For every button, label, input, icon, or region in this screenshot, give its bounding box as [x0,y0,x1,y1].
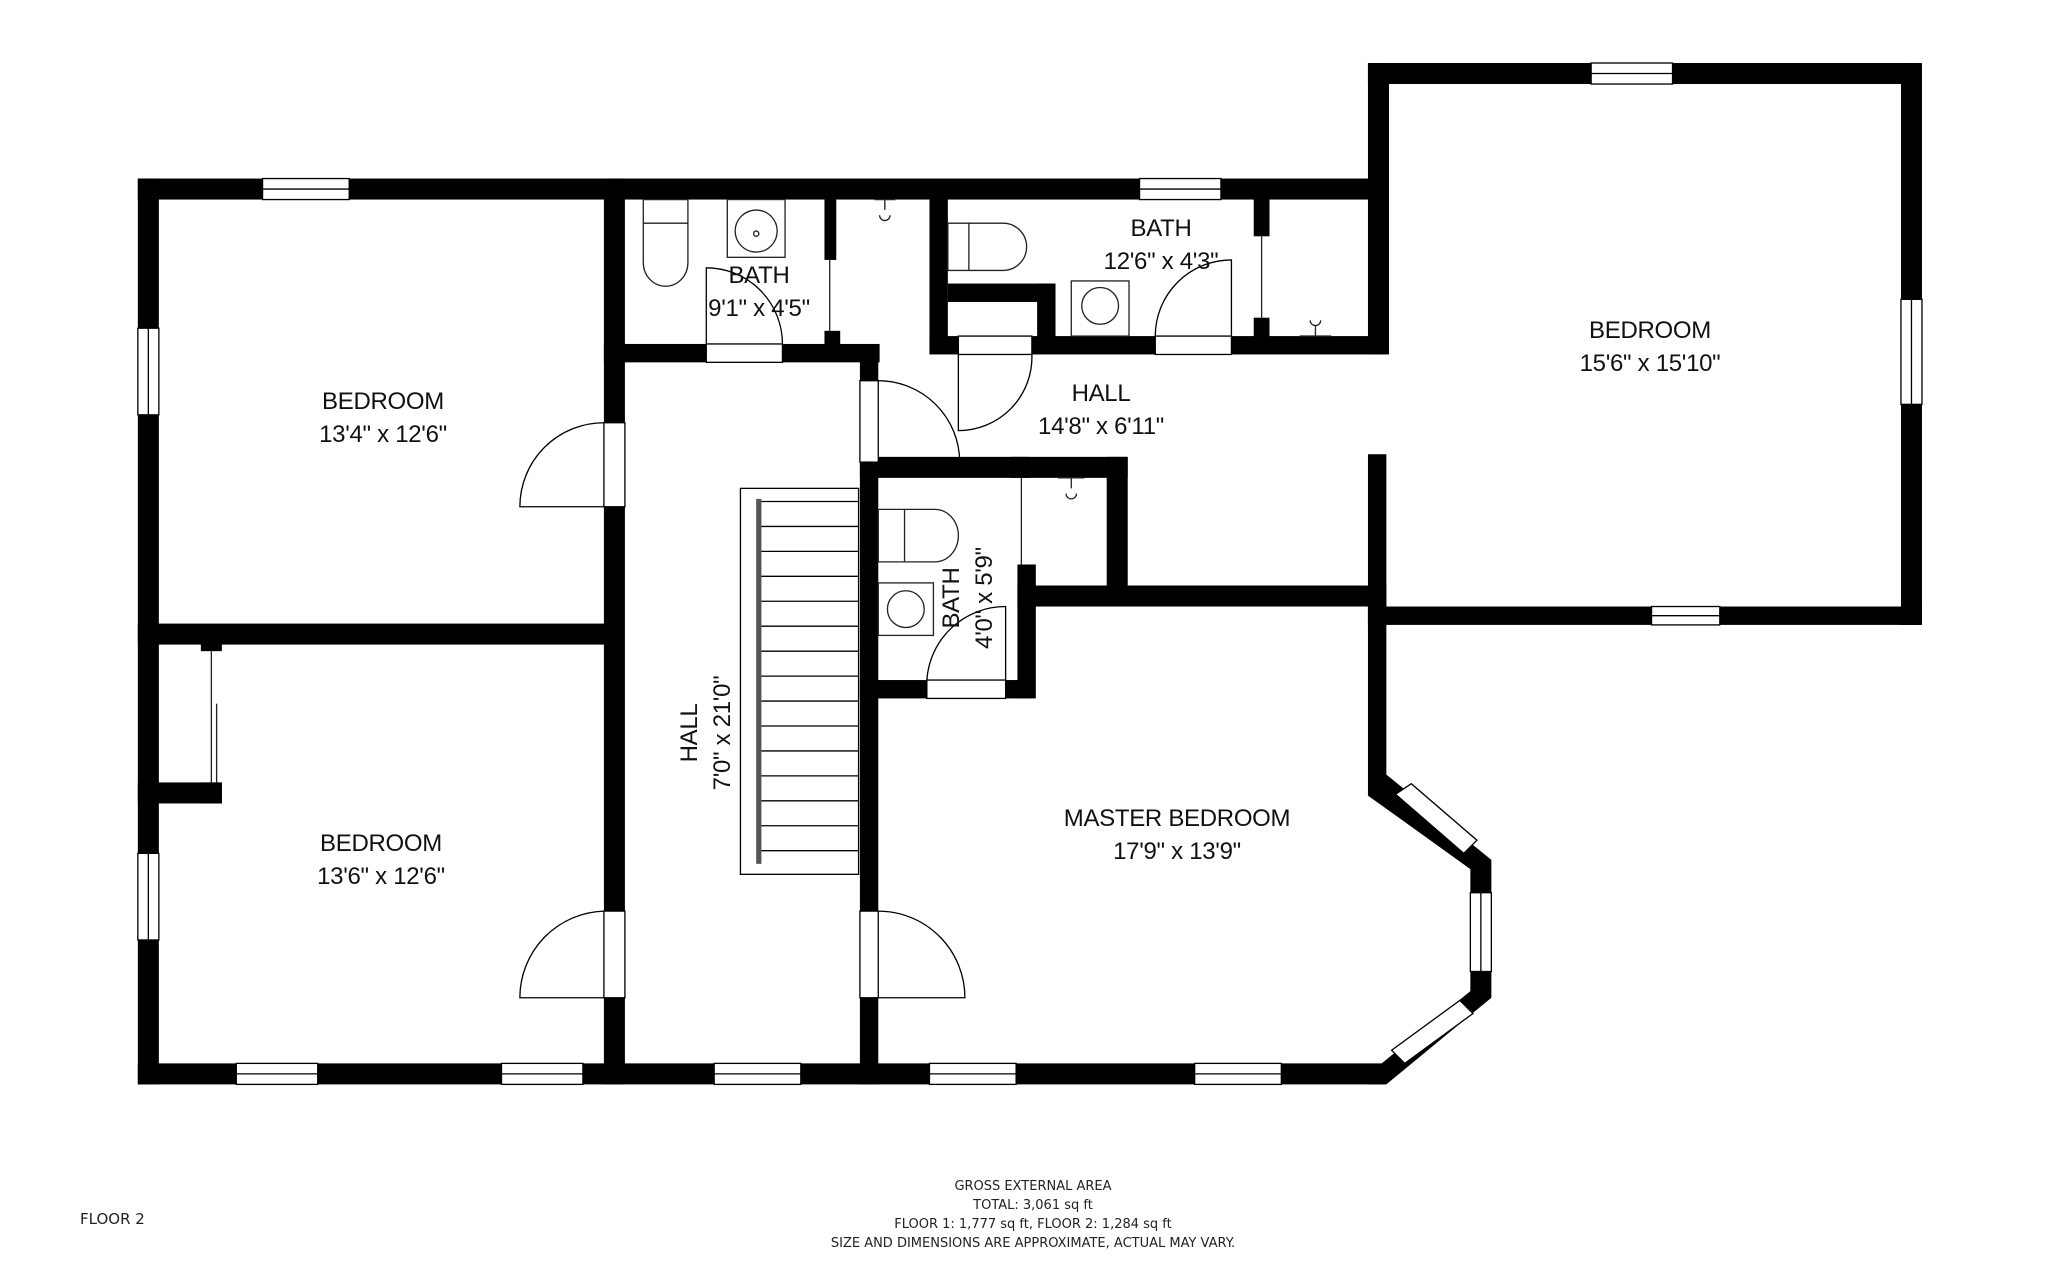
room-dims: 13'4" x 12'6" [319,421,447,448]
room-label-bedroom-3: BEDROOM 15'6" x 15'10" [1580,314,1721,380]
sink-icon [1070,280,1130,337]
room-name: BATH [1130,215,1192,242]
room-label-hall-upper: HALL 14'8" x 6'11" [1038,377,1164,443]
room-name: BEDROOM [322,388,444,415]
toilet-icon [947,222,1028,272]
room-dims: 9'1" x 4'5" [708,295,810,322]
door-openings [603,335,1233,999]
floor-label: FLOOR 2 [80,1210,145,1228]
room-name: BEDROOM [320,830,442,857]
windows [137,62,1923,1086]
room-name: BATH [938,567,965,629]
room-dims: 13'6" x 12'6" [317,863,445,890]
sink-icon [726,198,786,258]
room-label-bath-2: BATH 12'6" x 4'3" [1104,212,1219,278]
area-disclaimer: SIZE AND DIMENSIONS ARE APPROXIMATE, ACT… [830,1236,1236,1251]
room-label-hall-stair: HALL 7'0" x 21'0" [673,676,739,791]
room-name: HALL [1071,380,1131,407]
room-label-bedroom-1: BEDROOM 13'4" x 12'6" [319,385,447,451]
area-total: TOTAL: 3,061 sq ft [973,1198,1093,1213]
stair-treads [761,500,859,852]
bath-fixtures [210,198,1332,783]
room-name: BEDROOM [1589,317,1711,344]
room-label-bath-3: BATH 4'0" x 5'9" [935,547,1001,649]
area-floors: FLOOR 1: 1,777 sq ft, FLOOR 2: 1,284 sq … [894,1217,1172,1232]
shower-icon [1299,320,1332,337]
room-dims: 17'9" x 13'9" [1113,838,1241,865]
room-name: MASTER BEDROOM [1063,805,1291,832]
toilet-icon [642,198,689,287]
area-summary: GROSS EXTERNAL AREA TOTAL: 3,061 sq ft F… [831,1177,1235,1253]
room-dims: 12'6" x 4'3" [1103,248,1219,275]
shower-icon [1058,477,1085,500]
toilet-icon [877,508,960,563]
room-dims: 15'6" x 15'10" [1579,350,1721,377]
room-label-bath-1: BATH 9'1" x 4'5" [708,259,810,325]
room-dims: 4'0" x 5'9" [971,547,998,649]
area-heading: GROSS EXTERNAL AREA [954,1179,1112,1194]
room-name: BATH [728,262,790,289]
room-label-master-bedroom: MASTER BEDROOM 17'9" x 13'9" [1063,802,1291,868]
sink-icon [877,582,935,637]
room-label-bedroom-2: BEDROOM 13'6" x 12'6" [317,827,445,893]
room-name: HALL [676,703,703,763]
door-swings [519,259,1233,999]
stairs [739,487,860,875]
room-dims: 7'0" x 21'0" [709,675,736,791]
shower-icon [874,198,896,222]
walls [137,63,1922,1085]
room-dims: 14'8" x 6'11" [1038,413,1164,440]
